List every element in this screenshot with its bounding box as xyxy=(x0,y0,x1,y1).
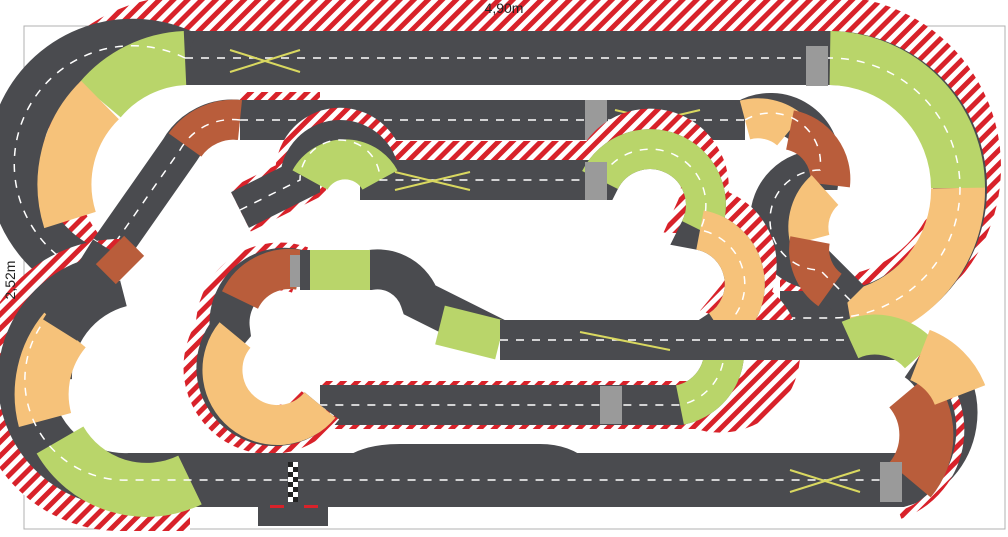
curve-r2-right xyxy=(844,187,985,345)
curve-r2-inner-right xyxy=(695,210,765,347)
start-block-top xyxy=(806,46,828,86)
curve-r3-bottom-left xyxy=(36,425,202,517)
curve-r2-mid-right xyxy=(739,98,803,146)
height-dimension-label: 2,52m xyxy=(2,260,18,300)
start-block-inner xyxy=(585,162,607,200)
curve-r1-bottom-right xyxy=(888,372,954,498)
curve-r2-bottom-left xyxy=(14,312,87,427)
track-straight-middle xyxy=(500,314,936,369)
crossing-inner xyxy=(394,171,471,191)
curve-r1-mid-left xyxy=(168,99,243,158)
curve-r2-inner-bottom-left xyxy=(202,322,336,446)
track-loop-inner xyxy=(183,107,801,454)
curve-r2-left xyxy=(37,80,120,229)
curve-r1-mid-right xyxy=(785,110,851,188)
start-block-bottom xyxy=(880,462,902,502)
start-block-inner-bottom xyxy=(600,386,622,424)
crossing-lower-middle xyxy=(579,331,671,351)
curve-r3-inner-top-left xyxy=(292,139,398,191)
curve-r3-top-left xyxy=(79,31,188,119)
pit-lane xyxy=(340,444,590,462)
crossing-bottom xyxy=(789,469,861,493)
crossing-top xyxy=(229,49,301,73)
width-dimension-label: 4,90m xyxy=(484,0,524,16)
track-loop-upper xyxy=(0,0,1001,345)
